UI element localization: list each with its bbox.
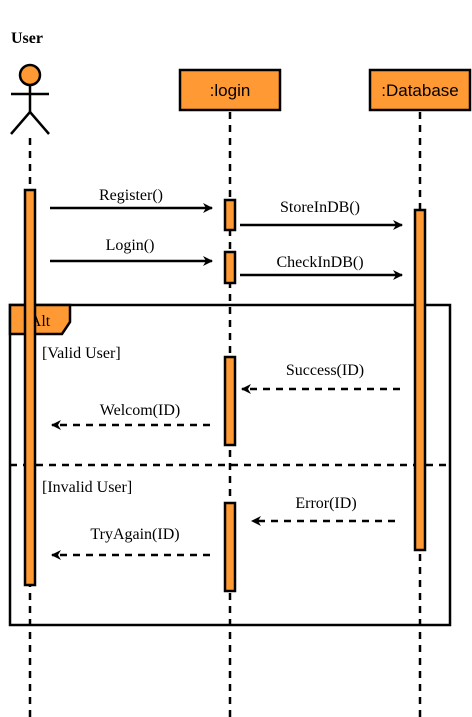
message-success-label: Success(ID)	[286, 362, 364, 379]
activation-login-success	[223, 355, 237, 447]
activation-database	[413, 208, 427, 552]
participant-login-label: :login	[210, 81, 251, 100]
message-welcome-label: Welcom(ID)	[100, 402, 180, 419]
activation-login-login	[223, 250, 237, 285]
participant-database-label: :Database	[381, 81, 459, 100]
activation-login-register	[223, 198, 237, 232]
activation-user	[23, 188, 37, 587]
message-login-label: Login()	[106, 237, 155, 254]
activation-login-error	[223, 501, 237, 593]
stick-figure-icon	[10, 63, 50, 135]
participant-database: :Database	[368, 68, 472, 112]
actor-label: User	[11, 30, 43, 47]
message-try-again-label: TryAgain(ID)	[90, 526, 179, 543]
participant-login: :login	[178, 68, 282, 112]
message-check-label: CheckInDB()	[276, 254, 363, 271]
guard-invalid-user: [Invalid User]	[42, 479, 132, 496]
guard-valid-user: [Valid User]	[42, 345, 121, 362]
message-error-label: Error(ID)	[295, 495, 356, 512]
message-store-label: StoreInDB()	[280, 199, 360, 216]
message-register-label: Register()	[99, 187, 163, 204]
